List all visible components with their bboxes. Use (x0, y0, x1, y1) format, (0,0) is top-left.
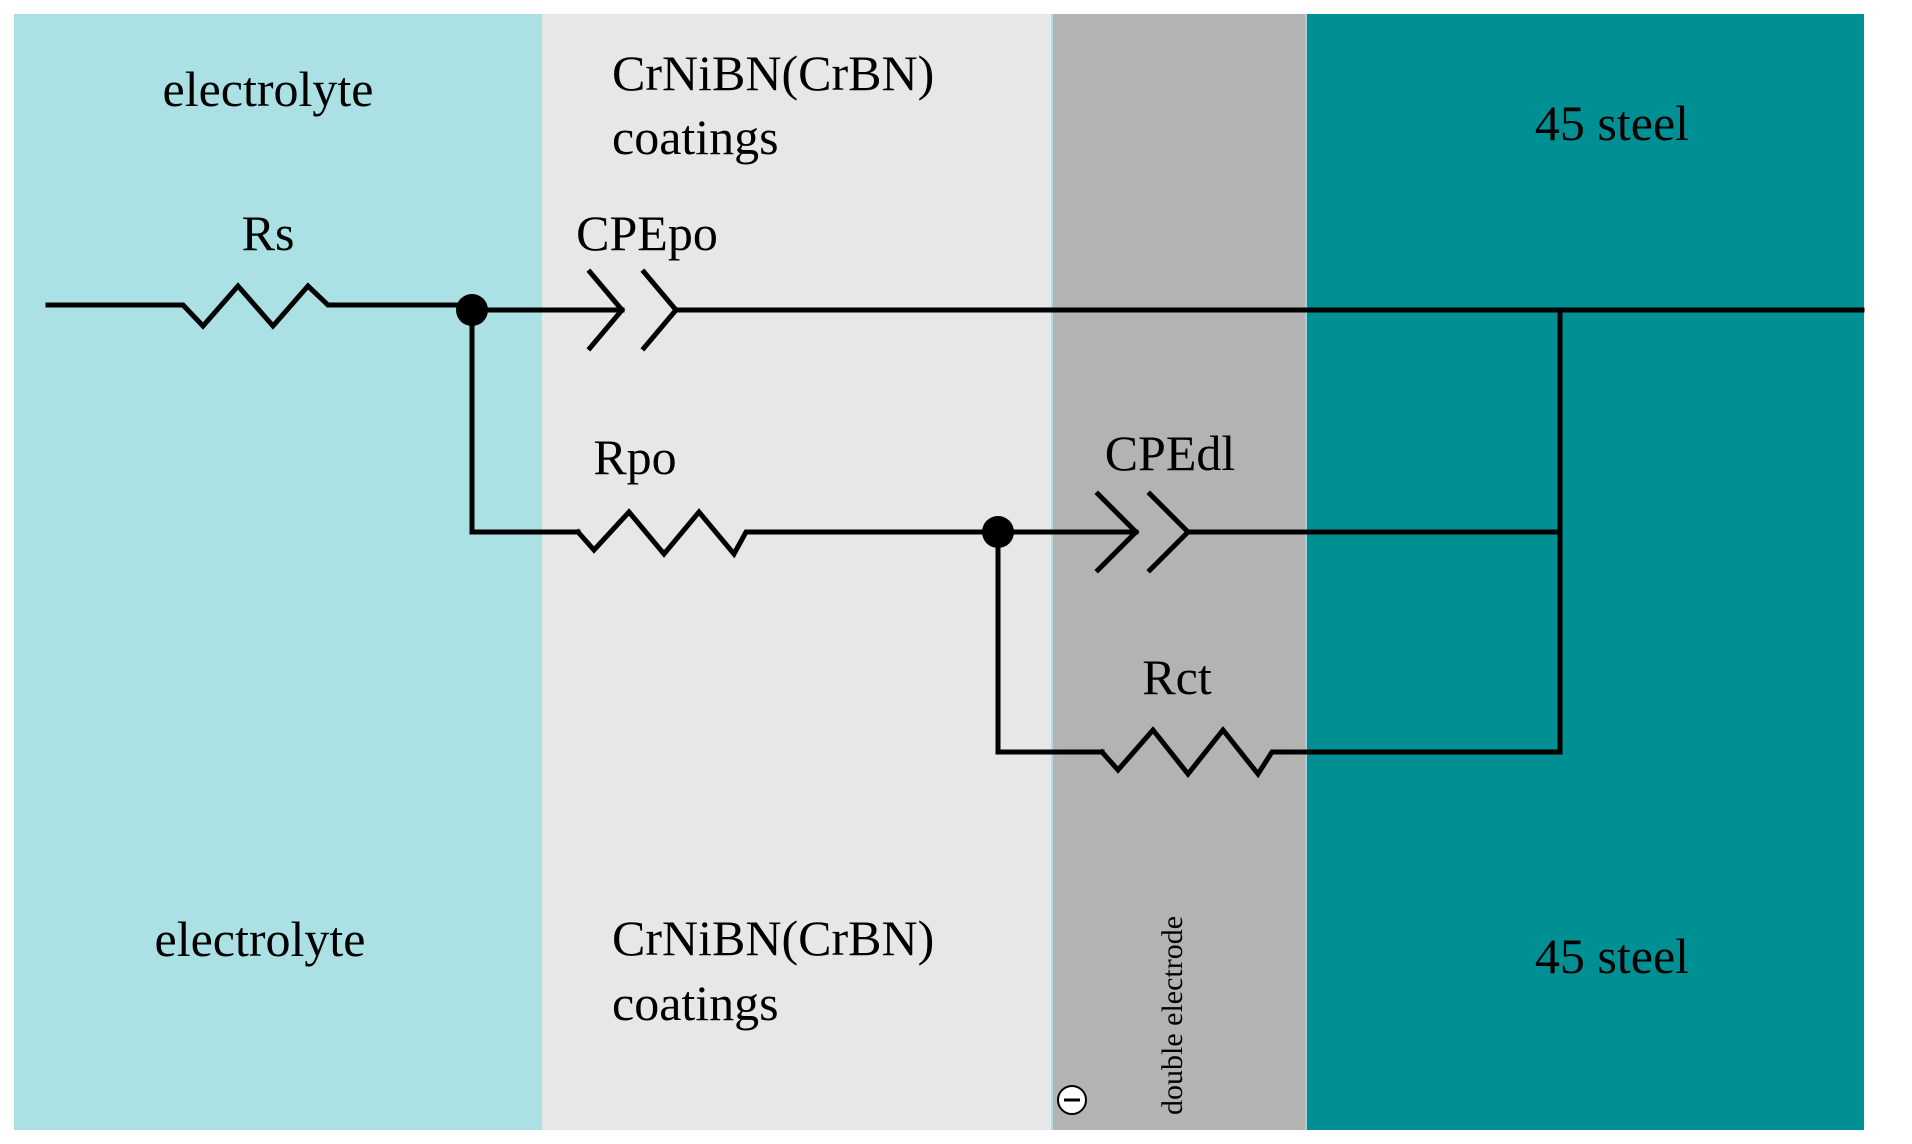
electrolyte-region (14, 14, 542, 1130)
double-electrode-region (1052, 14, 1306, 1130)
steel-label-top: 45 steel (1535, 95, 1689, 151)
coatings-region (542, 14, 1052, 1130)
cpe-po-plate-1 (586, 268, 626, 352)
junction-node-2 (982, 516, 1014, 548)
coatings-label-top-line2: coatings (612, 109, 779, 165)
rct-label: Rct (1142, 649, 1212, 705)
cpe-po-label: CPEpo (576, 205, 718, 261)
double-electrode-label: double electrode (1156, 916, 1189, 1115)
cpe-dl-plate-1 (1094, 490, 1140, 574)
coatings-label-bottom-line2: coatings (612, 975, 779, 1031)
rpo-branch (469, 307, 581, 535)
steel-label-bottom: 45 steel (1535, 928, 1689, 984)
circuit-wiring (45, 268, 1865, 779)
junction-node-1 (456, 294, 488, 326)
rct-resistor (1098, 725, 1563, 779)
coatings-label-bottom-line1: CrNiBN(CrBN) (612, 910, 934, 966)
rs-label: Rs (242, 205, 295, 261)
rs-resistor (45, 282, 475, 330)
electrolyte-label-bottom: electrolyte (155, 911, 366, 967)
rct-branch (995, 529, 1105, 755)
rpo-resistor (574, 508, 1001, 559)
electrolyte-label-top: electrolyte (163, 61, 374, 117)
steel-region (1306, 14, 1864, 1130)
coatings-label-top-line1: CrNiBN(CrBN) (612, 45, 934, 101)
cpe-dl-label: CPEdl (1105, 425, 1236, 481)
rpo-label: Rpo (593, 429, 676, 485)
minus-circle-icon (1057, 1085, 1087, 1115)
